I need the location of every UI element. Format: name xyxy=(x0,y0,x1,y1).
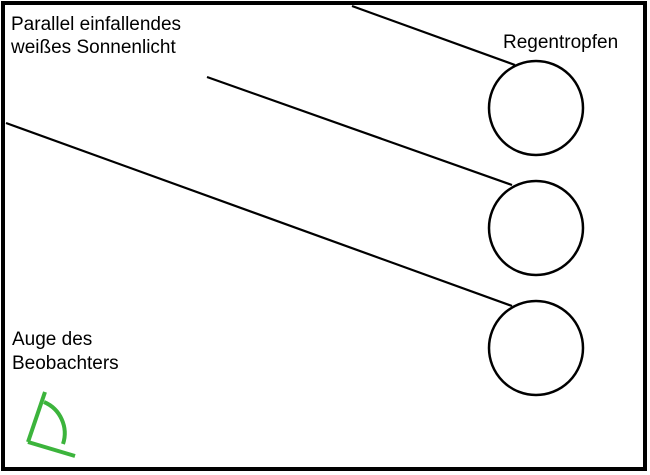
sunlight-ray-bottom xyxy=(5,121,513,308)
sunlight-ray-middle xyxy=(206,75,513,187)
eye-angle-icon xyxy=(26,391,76,458)
raindrop-middle xyxy=(487,179,585,277)
raindrops xyxy=(487,59,585,397)
sunlight-label: Parallel einfallendes weißes Sonnenlicht xyxy=(10,14,186,58)
raindrop-top xyxy=(487,59,585,157)
observer-label: Auge des Beobachters xyxy=(12,329,119,374)
sunlight-rays xyxy=(5,4,516,308)
sunlight-ray-top xyxy=(351,4,516,67)
sunlight-label-line-1: Parallel einfallendes xyxy=(11,14,181,35)
observer-label-line-2: Beobachters xyxy=(12,353,119,374)
observer-label-line-1: Auge des xyxy=(12,329,92,350)
sunlight-label-line-2: weißes Sonnenlicht xyxy=(10,37,176,58)
raindrop-bottom xyxy=(487,299,585,397)
raindrops-label: Regentropfen xyxy=(503,32,618,53)
